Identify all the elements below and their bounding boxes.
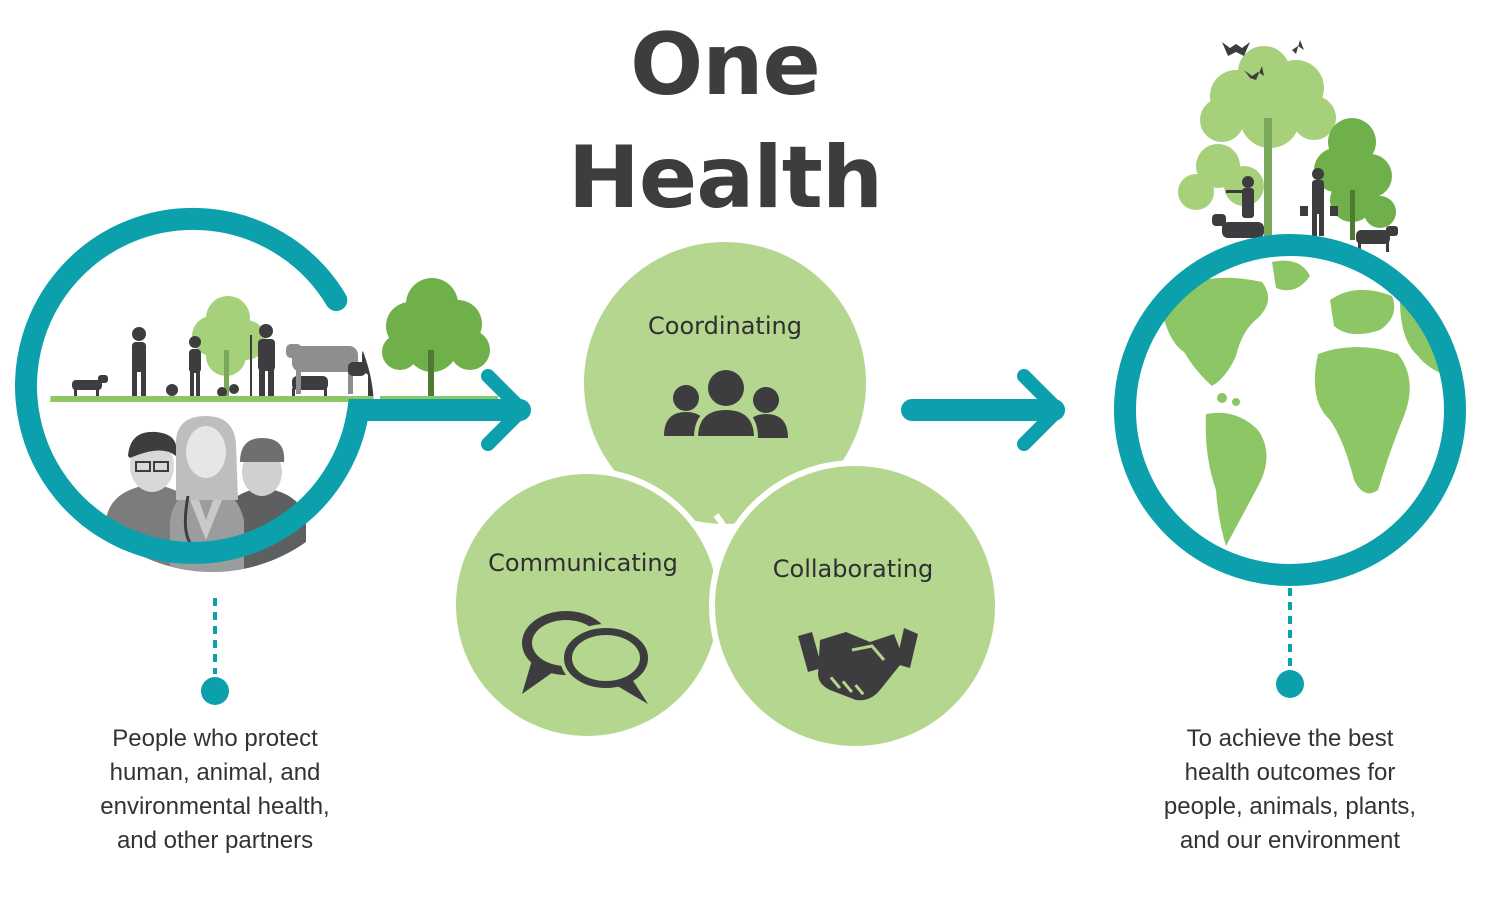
- right-caption-line: To achieve the best: [1186, 725, 1394, 752]
- farm-scene-image: [50, 250, 374, 402]
- right-caption-line: people, animals, plants,: [1163, 793, 1417, 820]
- left-caption-line: People who protect: [112, 725, 318, 752]
- left-ring-arc: [15, 207, 531, 564]
- title-line-one: One: [630, 15, 821, 115]
- left-caption-line: human, animal, and: [109, 759, 321, 786]
- communicating-label: Communicating: [488, 549, 678, 577]
- left-arrowhead: [481, 369, 529, 451]
- speech-bubbles-icon: [522, 611, 652, 704]
- left-people-ring: [15, 207, 531, 705]
- left-caption: People who protect human, animal, and en…: [55, 722, 375, 858]
- people-group-icon: [664, 370, 788, 440]
- treetop-scene-image: [1178, 40, 1398, 252]
- collaborating-circle: [709, 460, 1001, 752]
- communicating-circle: [450, 468, 724, 742]
- left-caption-line: environmental health,: [100, 793, 330, 820]
- coordinating-label: Coordinating: [648, 312, 802, 340]
- globe-ring: [1114, 234, 1466, 586]
- left-connector-dot: [201, 677, 229, 705]
- center-right-arrow: [901, 369, 1065, 451]
- right-globe-ring: [1114, 40, 1466, 698]
- right-connector-dot: [1276, 670, 1304, 698]
- right-caption-line: health outcomes for: [1184, 759, 1396, 786]
- globe-image: [1130, 250, 1450, 570]
- handshake-icon: [798, 628, 918, 701]
- left-caption-line: and other partners: [116, 827, 314, 854]
- right-caption-line: and our environment: [1179, 827, 1401, 854]
- title-line-health: Health: [567, 128, 883, 228]
- tree-image: [380, 278, 498, 401]
- collaborating-label: Collaborating: [772, 555, 934, 583]
- right-caption: To achieve the best health outcomes for …: [1130, 722, 1450, 858]
- venn-circles: [450, 236, 1001, 752]
